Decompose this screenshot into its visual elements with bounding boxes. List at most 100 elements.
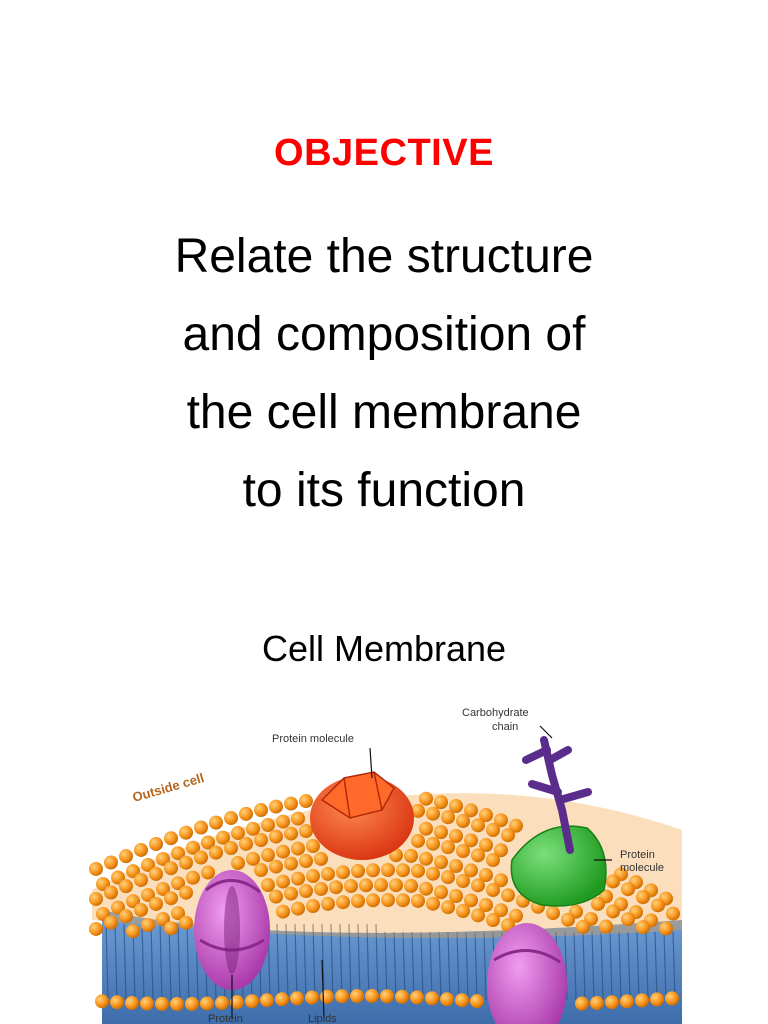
lipid-head <box>590 995 604 1010</box>
lipid-head <box>336 865 350 880</box>
lipid-head <box>164 891 178 906</box>
lipid-head <box>449 798 463 813</box>
label-outside-cell: Outside cell <box>131 770 206 805</box>
lipid-head <box>89 921 103 936</box>
lipid-head <box>350 989 364 1004</box>
lipid-head <box>306 899 320 914</box>
lipid-head <box>291 841 305 856</box>
lipid-tail-line <box>636 931 640 1001</box>
lipid-head <box>509 818 523 833</box>
lipid-head <box>261 878 275 893</box>
lipid-head <box>494 873 508 888</box>
lipid-head <box>185 996 199 1011</box>
lipid-head <box>215 995 229 1010</box>
objective-line: Relate the structure <box>174 230 594 283</box>
lipid-head <box>464 803 478 818</box>
lipid-tail-line <box>447 931 451 1001</box>
lipid-tail-line <box>402 931 406 1001</box>
lipid-head <box>404 878 418 893</box>
lipid-head <box>194 850 208 865</box>
lipid-head <box>471 818 485 833</box>
lipid-head <box>425 991 439 1006</box>
lipid-head <box>441 840 455 855</box>
lipid-head <box>134 842 148 857</box>
lipid-head <box>314 881 328 896</box>
lipid-head <box>299 794 313 809</box>
lipid-head <box>426 866 440 881</box>
lipid-tail-line <box>186 923 190 1001</box>
lipid-head <box>426 836 440 851</box>
label-carbohydrate-chain-2: chain <box>492 721 518 733</box>
lipid-tail-line <box>294 923 298 1001</box>
lipid-head <box>486 883 500 898</box>
lipid-head <box>254 833 268 848</box>
lipid-tail-line <box>114 923 118 1001</box>
lipid-tail-line <box>285 923 289 1001</box>
lipid-head <box>149 836 163 851</box>
lipid-tail-line <box>411 931 415 1001</box>
lipid-head <box>95 994 109 1009</box>
lipid-head <box>651 898 665 913</box>
lipid-head <box>179 915 193 930</box>
lipid-head <box>230 995 244 1010</box>
lipid-tail-line <box>348 923 352 1001</box>
lipid-head <box>149 866 163 881</box>
lipid-head <box>449 888 463 903</box>
lipid-head <box>479 868 493 883</box>
lipid-head <box>501 828 515 843</box>
lipid-head <box>380 989 394 1004</box>
lipid-head <box>456 873 470 888</box>
lipid-head <box>171 876 185 891</box>
lipid-head <box>455 993 469 1008</box>
lipid-head <box>486 853 500 868</box>
lipid-tail-line <box>456 931 460 1001</box>
lipid-tail-line <box>663 931 667 1001</box>
lipid-head <box>494 813 508 828</box>
lipid-head <box>441 870 455 885</box>
lipid-head <box>269 829 283 844</box>
lipid-head <box>606 874 620 889</box>
lipid-head <box>479 838 493 853</box>
label-protein-molecule-right-2: molecule <box>620 862 664 874</box>
lipid-head <box>104 885 118 900</box>
lipid-head <box>134 872 148 887</box>
objective-line: to its function <box>242 464 526 517</box>
lipid-head <box>216 830 230 845</box>
lipid-head <box>456 813 470 828</box>
lipid-tail-line <box>150 923 154 1001</box>
lipid-head <box>374 878 388 893</box>
lipid-head <box>494 903 508 918</box>
lipid-head <box>434 885 448 900</box>
lipid-tail-line <box>393 931 397 1001</box>
lipid-head <box>306 839 320 854</box>
lipid-head <box>314 851 328 866</box>
lipid-head <box>194 820 208 835</box>
label-protein-bottom: Protein <box>208 1013 243 1024</box>
lipid-tail-line <box>600 931 604 1001</box>
lipid-head <box>224 841 238 856</box>
lipid-head <box>201 865 215 880</box>
lipid-head <box>329 880 343 895</box>
lipid-tail-line <box>123 923 127 1001</box>
lipid-head <box>335 989 349 1004</box>
lipid-head <box>269 859 283 874</box>
lipid-head <box>605 995 619 1010</box>
lipid-head <box>305 990 319 1005</box>
carbohydrate-chain <box>522 736 592 854</box>
lipid-head <box>231 826 245 841</box>
lipid-head <box>201 835 215 850</box>
lipid-head <box>291 811 305 826</box>
lipid-head <box>620 994 634 1009</box>
lipid-head <box>179 885 193 900</box>
lipid-head <box>284 856 298 871</box>
lipid-head <box>224 811 238 826</box>
lipid-head <box>89 861 103 876</box>
lipid-head <box>411 863 425 878</box>
lipid-head <box>290 991 304 1006</box>
lipid-head <box>449 828 463 843</box>
objective-statement: Relate the structure and composition of … <box>0 218 768 530</box>
lipid-head <box>381 893 395 908</box>
lipid-head <box>591 896 605 911</box>
label-leader-lines <box>231 725 612 1019</box>
